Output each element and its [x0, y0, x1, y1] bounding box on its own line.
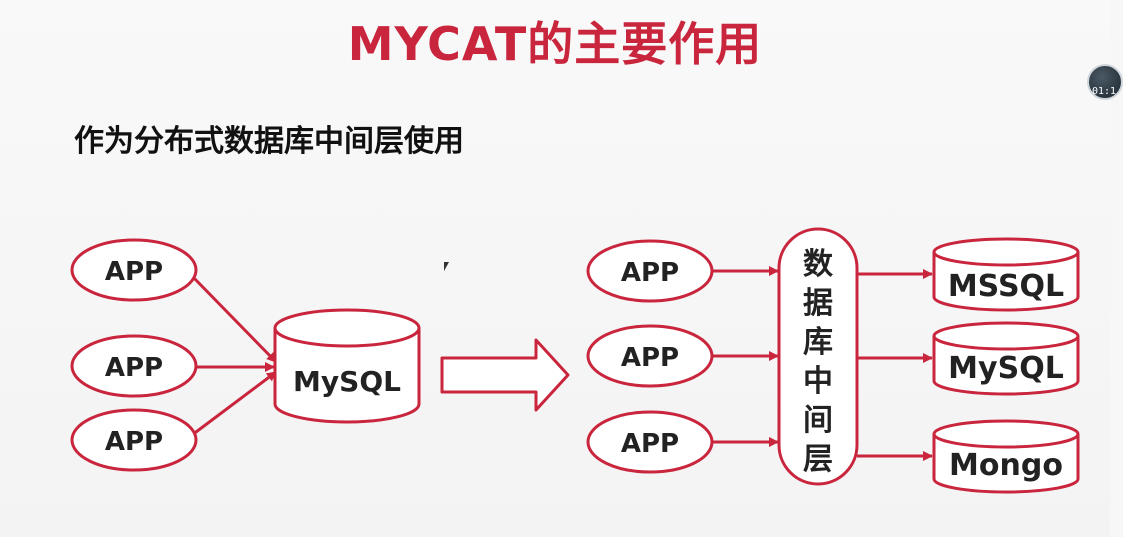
left-database-label: MySQL — [293, 365, 401, 398]
middleware-layer: 数 据 库 中 间 层 — [777, 227, 859, 486]
right-database-mongo: Mongo — [932, 419, 1080, 494]
left-app-label: APP — [105, 353, 163, 383]
video-time: 01:1 — [1092, 86, 1117, 97]
left-app-label: APP — [105, 427, 163, 457]
mouse-cursor-icon — [444, 262, 449, 271]
middleware-char: 据 — [803, 286, 833, 321]
right-database-mysql: MySQL — [932, 321, 1080, 396]
right-app-label: APP — [621, 343, 679, 373]
middleware-char: 中 — [803, 364, 833, 399]
connector-left-app-1 — [190, 274, 278, 364]
right-database-mssql: MSSQL — [932, 237, 1080, 312]
middleware-char: 层 — [803, 442, 833, 477]
middleware-char: 库 — [803, 325, 833, 360]
right-database-label: MSSQL — [948, 269, 1064, 304]
right-app-node-1: APP — [586, 239, 714, 303]
slide-title: MYCAT的主要作用 — [347, 17, 763, 71]
middleware-char: 间 — [803, 403, 833, 438]
right-database-label: MySQL — [948, 351, 1064, 386]
video-thumbnail-icon[interactable] — [1087, 64, 1123, 100]
left-app-label: APP — [105, 257, 163, 287]
transition-arrow-icon — [440, 338, 570, 412]
right-database-label: Mongo — [949, 448, 1063, 483]
left-app-node-3: APP — [70, 408, 198, 472]
left-app-node-1: APP — [70, 238, 198, 302]
left-app-node-2: APP — [70, 334, 198, 398]
right-app-label: APP — [621, 429, 679, 459]
right-app-label: APP — [621, 258, 679, 288]
connector-left-app-3 — [191, 370, 277, 437]
left-mysql-database: MySQL — [273, 308, 421, 424]
slide-subtitle: 作为分布式数据库中间层使用 — [74, 124, 464, 159]
right-app-node-3: APP — [586, 410, 714, 474]
middleware-char: 数 — [803, 247, 834, 282]
right-app-node-2: APP — [586, 324, 714, 388]
